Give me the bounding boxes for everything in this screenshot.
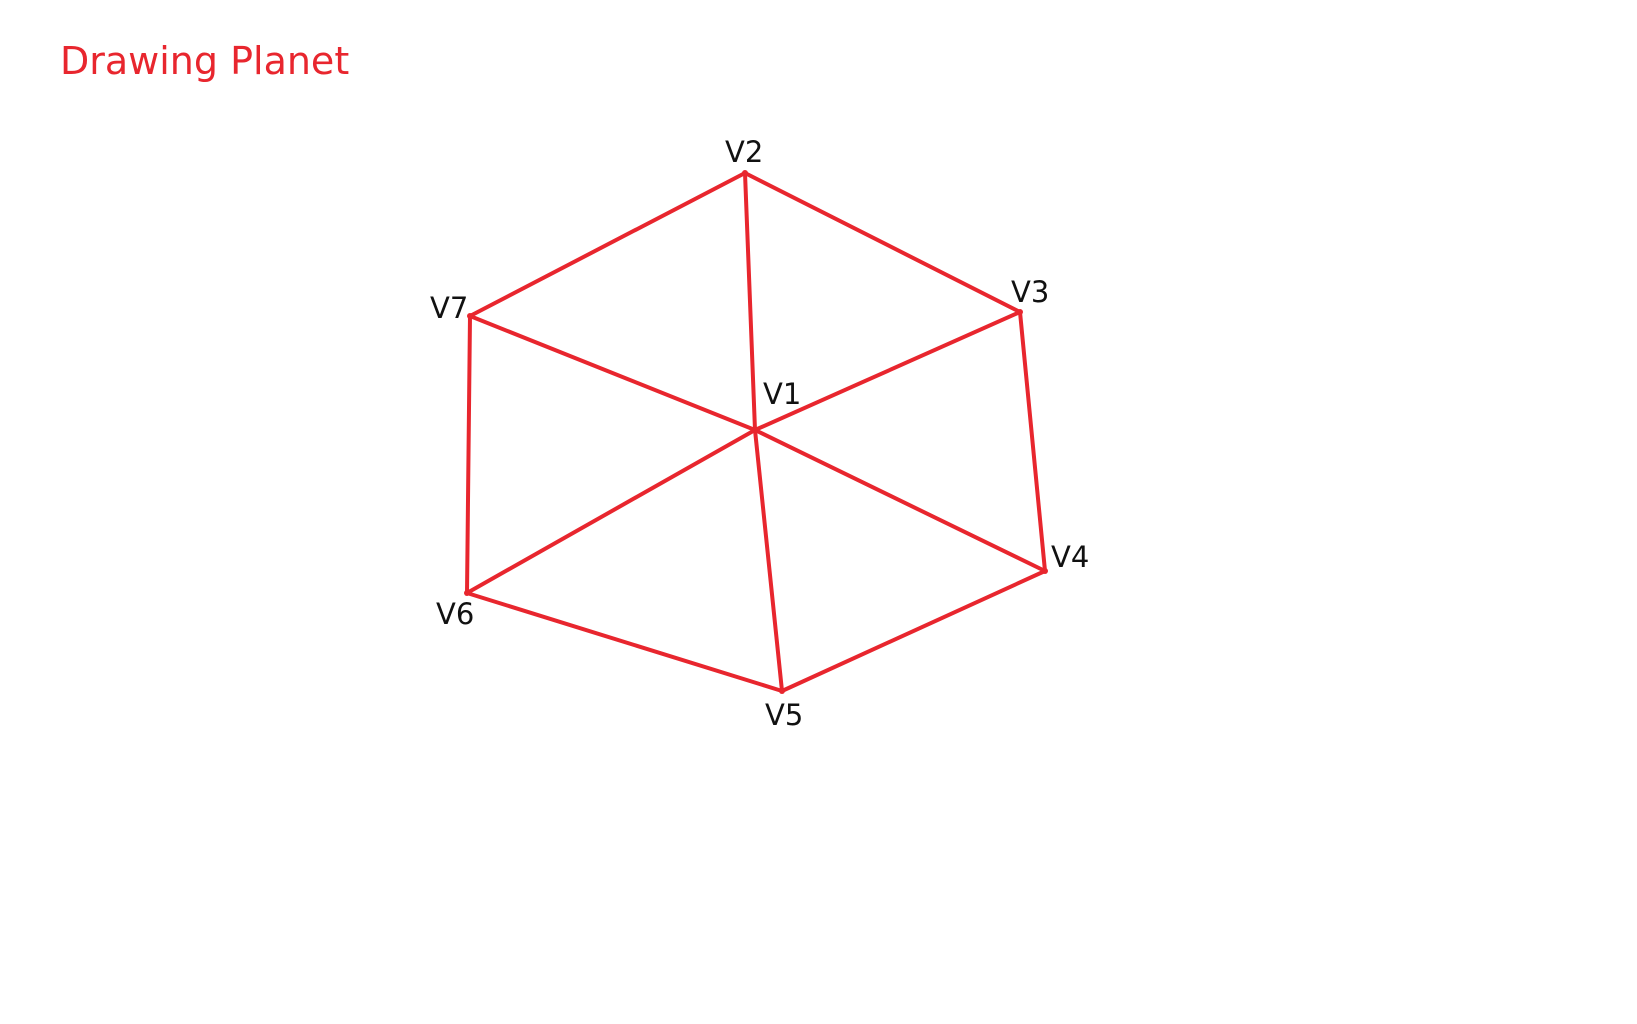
edge-v1-v5 — [753, 428, 784, 693]
edge-v1-v2 — [743, 171, 757, 432]
edge-layer — [465, 171, 1047, 693]
vertex-v1-node — [752, 427, 758, 433]
vertex-v1-label: V1 — [763, 377, 801, 411]
vertex-v6-node — [464, 590, 470, 596]
vertex-v7-label: V7 — [430, 291, 468, 325]
edge-v4-v5 — [780, 569, 1047, 693]
vertex-v5-node — [779, 688, 785, 694]
edge-v6-v7 — [465, 314, 472, 595]
vertex-v3-label: V3 — [1011, 275, 1049, 309]
vertex-v6-label: V6 — [436, 597, 474, 631]
edge-v1-v3 — [753, 310, 1022, 432]
edge-v5-v6 — [465, 591, 784, 693]
vertex-v4-label: V4 — [1051, 540, 1089, 574]
vertex-v7-node — [467, 313, 473, 319]
edge-v7-v2 — [468, 171, 747, 318]
edge-v1-v6 — [465, 428, 757, 595]
vertex-v5-label: V5 — [765, 698, 803, 732]
edge-v1-v4 — [753, 428, 1047, 573]
edge-v3-v4 — [1018, 310, 1047, 573]
page-title: Drawing Planet — [60, 39, 350, 83]
vertex-layer — [464, 170, 1048, 694]
vertex-v4-node — [1042, 568, 1048, 574]
vertex-v2-node — [742, 170, 748, 176]
vertex-v3-node — [1017, 309, 1023, 315]
edge-v1-v7 — [468, 314, 757, 432]
vertex-v2-label: V2 — [725, 135, 763, 169]
edge-v2-v3 — [743, 171, 1022, 314]
